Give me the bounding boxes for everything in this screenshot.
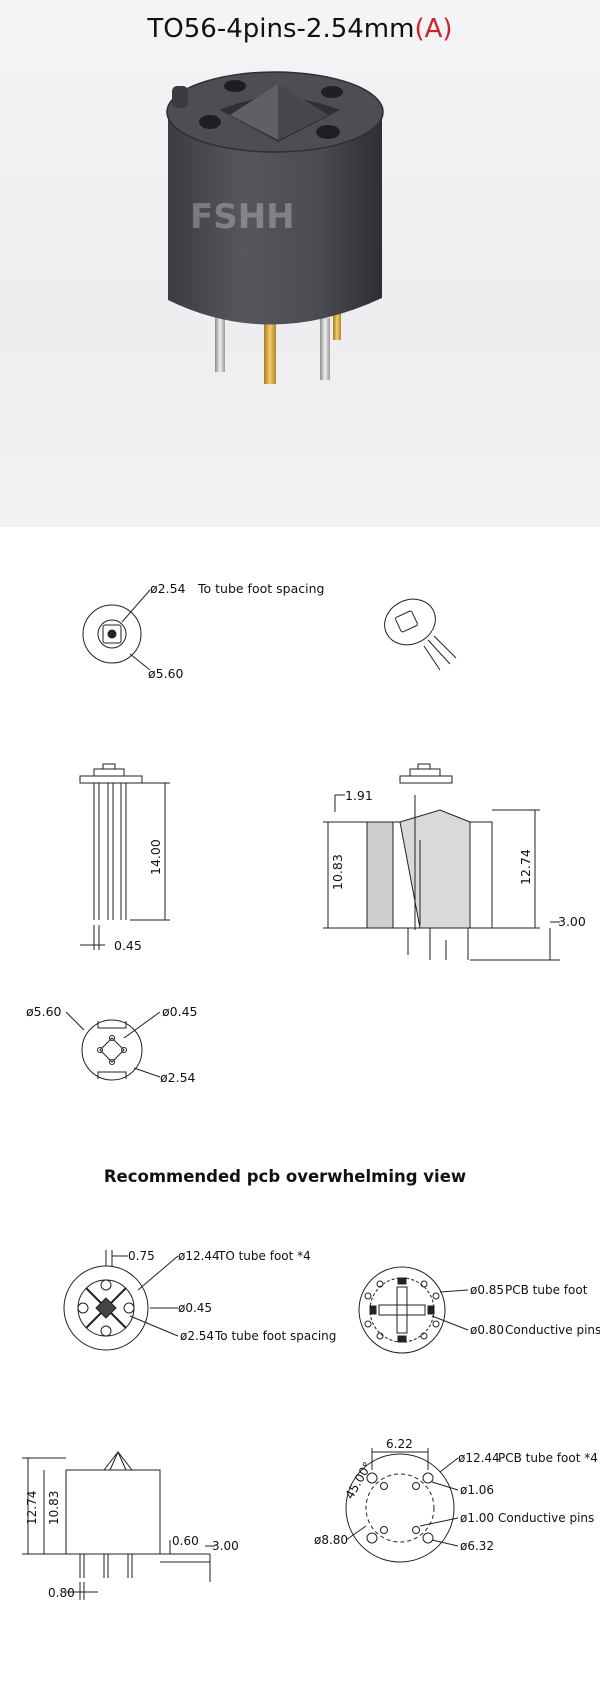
socket-top-spacing-label: ø2.54 [180, 1329, 214, 1343]
socket-top-outer-label: ø12.44 [178, 1249, 220, 1263]
pcb-layout-pitch-label: 6.22 [386, 1437, 413, 1451]
title-paren-open: ( [414, 14, 425, 44]
title-variant: A [424, 14, 443, 44]
hole-top-right [321, 86, 343, 98]
bottom-view-pin-label: ø0.45 [162, 1004, 197, 1019]
side-view-pin-width-label: 0.45 [114, 938, 142, 953]
technical-drawings: ø2.54 To tube foot spacing ø5.60 14.00 0… [22, 581, 600, 1600]
socket-top-outer-note: TO tube foot *4 [217, 1249, 311, 1263]
pcb-layout-angle-label: 45.00° [342, 1460, 374, 1502]
product-title: TO56-4pins-2.54mm(A) [0, 14, 600, 44]
pin-right [320, 318, 330, 380]
pcb-section-title: Recommended pcb overwhelming view [103, 1167, 467, 1186]
socket-top-pin-label: ø0.45 [178, 1301, 212, 1315]
pcb-pads-hole-note: PCB tube foot [505, 1283, 588, 1297]
socket-side-pin-label: 3.00 [212, 1539, 239, 1553]
pcb-layout-hole-label: ø1.06 [460, 1483, 494, 1497]
top-view-spacing-note: To tube foot spacing [197, 581, 324, 596]
section-view-total-label: 12.74 [518, 849, 533, 885]
hole-left [199, 115, 221, 129]
socket-top-slot-label: 0.75 [128, 1249, 155, 1263]
top-view-drawing: ø2.54 To tube foot spacing ø5.60 [82, 581, 324, 681]
pcb-pads-hole-label: ø0.85 [470, 1283, 504, 1297]
socket-side-drawing: 12.74 10.83 0.60 3.00 0.80 [22, 1450, 239, 1600]
pcb-layout-drawing: 6.22 45.00° ø12.44 PCB tube foot *4 ø1.0… [314, 1437, 598, 1563]
pcb-layout-pin-note: Conductive pins [498, 1511, 594, 1525]
title-paren-close: ) [442, 14, 453, 44]
socket-product-image: FSHH [166, 71, 384, 384]
socket-top-drawing: 0.75 ø12.44 TO tube foot *4 ø0.45 ø2.54 … [63, 1249, 336, 1351]
socket-body [168, 110, 382, 325]
pin-left [215, 310, 225, 372]
section-view-pin-label: 3.00 [558, 914, 586, 929]
socket-top-spacing-note: To tube foot spacing [214, 1329, 336, 1343]
side-view-height-label: 14.00 [148, 839, 163, 875]
pcb-layout-board-label: ø8.80 [314, 1533, 348, 1547]
pcb-pads-pin-label: ø0.80 [470, 1323, 504, 1337]
section-view-drawing: 10.83 1.91 12.74 3.00 [323, 763, 586, 961]
hole-right [316, 125, 340, 139]
pcb-layout-outer-note: PCB tube foot *4 [498, 1451, 598, 1465]
pin-gold-center [264, 320, 276, 384]
pcb-layout-circle-label: ø6.32 [460, 1539, 494, 1553]
watermark-text: FSHH [190, 197, 295, 237]
socket-side-total-label: 12.74 [25, 1491, 39, 1525]
top-view-spacing-label: ø2.54 [150, 581, 186, 596]
product-photo-panel: TO56-4pins-2.54mm(A) [0, 0, 600, 527]
pcb-layout-outer-label: ø12.44 [458, 1451, 500, 1465]
socket-side-gap-label: 0.60 [172, 1534, 199, 1548]
section-view-body-label: 10.83 [330, 854, 345, 890]
pcb-layout-pin-label: ø1.00 [460, 1511, 494, 1525]
bottom-view-pitch-label: ø2.54 [160, 1070, 196, 1085]
isometric-drawing [384, 598, 457, 671]
key-tab [172, 86, 188, 108]
side-view-drawing: 14.00 0.45 [79, 763, 170, 953]
socket-side-body-label: 10.83 [47, 1491, 61, 1525]
hole-top-left [224, 80, 246, 92]
socket-side-pin-width-label: 0.80 [48, 1586, 75, 1600]
pin-gold-rear [333, 310, 341, 340]
bottom-view-outer-label: ø5.60 [26, 1004, 62, 1019]
top-view-diameter-label: ø5.60 [148, 666, 184, 681]
section-view-top-label: 1.91 [345, 788, 373, 803]
pcb-pads-drawing: ø0.85 PCB tube foot ø0.80 Conductive pin… [358, 1266, 600, 1354]
bottom-view-drawing: ø5.60 ø0.45 ø2.54 [26, 1004, 197, 1085]
pcb-pads-pin-note: Conductive pins [505, 1323, 600, 1337]
title-main: TO56-4pins-2.54mm [147, 14, 415, 44]
